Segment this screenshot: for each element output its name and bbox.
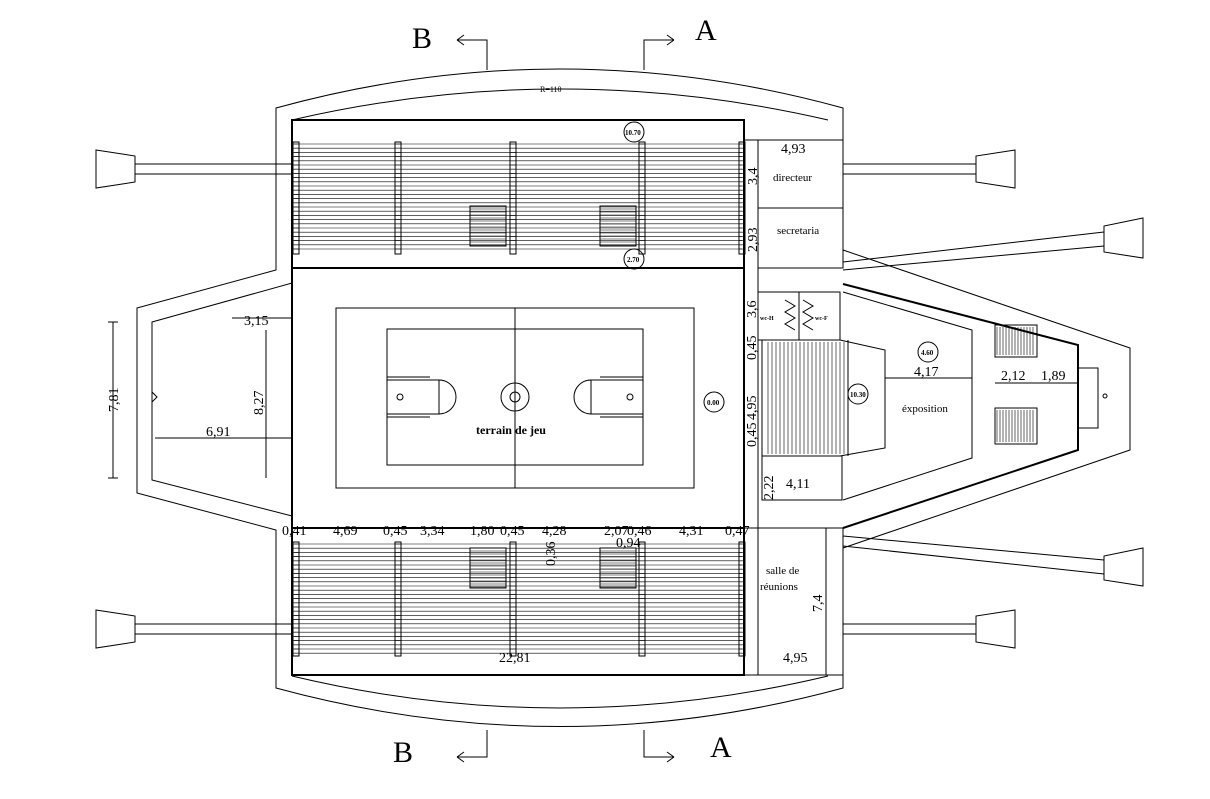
stair-aisle [738,141,746,255]
bottom-grandstand [292,541,746,657]
room-exhibition: éxposition [902,403,948,415]
outer-envelope [136,68,1131,727]
dim-stair-height: 4,95 [745,396,760,421]
dim-left-width: 6,91 [206,425,231,440]
light-mast-lower-right [842,535,1144,587]
stair-aisle [509,141,517,255]
extra-dims: 0,94 0,36 22,81 [499,536,641,666]
dim-row-9: 4,31 [679,524,704,539]
dim-small-vertical: 0,36 [544,542,559,567]
court-label: terrain de jeu [476,423,546,437]
level-top-stand: 10.70 [625,129,641,137]
dim-left-top-width: 3,15 [244,314,269,329]
dim-lower-room-width: 4,11 [786,477,810,492]
level-exhibition: 4.60 [921,349,934,357]
dim-wc-height: 3,6 [745,301,760,319]
dim-left-height: 7,81 [107,388,122,413]
light-mast-bottom-left [95,609,292,649]
vomitory [599,205,637,247]
dim-row-3: 3,34 [420,524,445,539]
dim-row-0: 0,41 [282,524,307,539]
dim-row-2: 0,45 [383,524,408,539]
dim-meeting-height: 7,4 [811,595,826,613]
stair-aisle [394,141,402,255]
dim-director-height: 3,4 [746,168,761,186]
dim-row-10: 0,47 [725,524,750,539]
vomitory [469,205,507,247]
right-annex: directeur secretaria 4,93 3,4 2,93 wc-H … [743,139,1108,676]
room-meeting-line1: salle de [766,565,799,577]
vomitory [599,547,637,589]
playing-court: terrain de jeu 0.00 [335,307,725,489]
dim-bottom-width: 22,81 [499,651,531,666]
dim-right-room-depth: 1,89 [1041,369,1066,384]
court-level: 0.00 [707,399,720,407]
dim-meeting-width: 4,95 [783,651,808,666]
light-mast-top-left [95,149,292,189]
dim-row-6: 4,28 [542,524,567,539]
stair-aisle [292,541,300,657]
left-wing: 7,81 3,15 8,27 6,91 [107,314,292,479]
radius-label: R=110 [540,85,562,94]
section-mark-b-bottom: B [393,736,413,769]
stair-aisle [738,541,746,657]
stand-levels: 10.70 2.70 [623,121,645,270]
dim-lower-room-height: 2,22 [762,476,777,501]
dim-exhibition-width: 4,17 [914,365,939,380]
section-marks: B A B A R=110 [393,14,732,769]
dim-right-room-width: 2,12 [1001,369,1026,384]
section-mark-a-top: A [695,14,717,47]
dimension-row: 0,41 4,69 0,45 3,34 1,80 0,45 4,28 2,070,46 4,31… [282,524,750,539]
dim-row-4: 1,80 [470,524,495,539]
stair-aisle [509,541,517,657]
dim-gap-b: 0,45 [745,423,760,448]
room-meeting-line2: réunions [760,581,798,593]
room-secretary: secretaria [777,225,819,237]
light-mast-mid-right [842,217,1144,271]
section-mark-b-top: B [412,22,432,55]
light-masts [95,149,1144,649]
light-mast-bottom-right [843,609,1016,649]
right-stairs [996,327,1034,442]
dim-gap-a: 0,45 [745,336,760,361]
vomitory [469,547,507,589]
room-wc-f: wc-F [815,316,828,322]
room-director: directeur [773,172,812,184]
level-top-stand-bottom: 2.70 [627,256,640,264]
center-stair [767,342,845,454]
dim-row-7: 2,07 [604,524,629,539]
section-mark-a-bottom: A [710,731,732,764]
dim-row-5: 0,45 [500,524,525,539]
level-center-stair: 10.30 [850,391,866,399]
dim-director-width: 4,93 [781,142,806,157]
stair-aisle [292,141,300,255]
dim-stair-gap: 0,94 [616,536,641,551]
stair-aisle [394,541,402,657]
light-mast-top-right [843,149,1016,189]
stair-aisle [638,541,646,657]
dim-row-1: 4,69 [333,524,358,539]
room-wc-h: wc-H [760,316,774,322]
stair-aisle [638,141,646,255]
dim-left-inner-height: 8,27 [252,391,267,416]
top-grandstand [292,141,746,255]
dim-row-8: 0,46 [627,524,652,539]
dim-secretary-height: 2,93 [746,228,761,253]
